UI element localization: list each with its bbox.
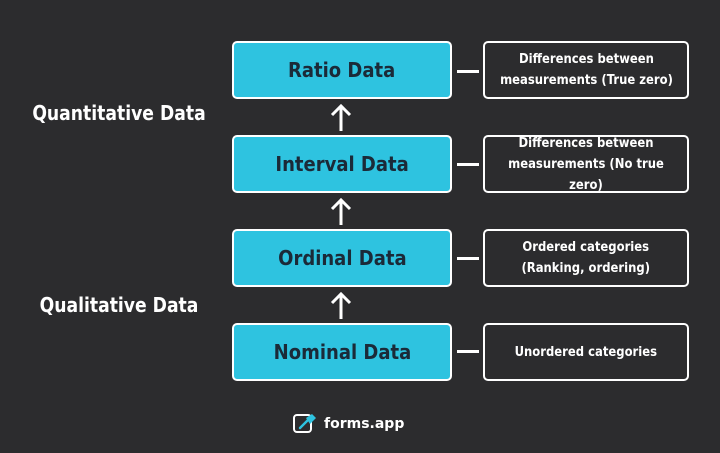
ratio-description: Differences between measurements (True z… <box>499 51 673 88</box>
ordinal-description-box: Ordered categories (Ranking, ordering) <box>483 229 689 287</box>
nominal-description: Unordered categories <box>514 343 658 360</box>
nominal-connector <box>457 350 479 353</box>
quantitative-data-label: Quantitative Data <box>32 101 206 125</box>
ratio-data-label: Ratio Data <box>288 58 396 82</box>
nominal-data-label: Nominal Data <box>273 340 411 364</box>
nominal-data-box: Nominal Data <box>232 323 452 381</box>
brand-footer: forms.app <box>292 412 404 436</box>
ratio-description-box: Differences between measurements (True z… <box>483 41 689 99</box>
nominal-description-box: Unordered categories <box>483 323 689 381</box>
ordinal-data-label: Ordinal Data <box>277 246 407 270</box>
arrow-up-icon <box>330 291 352 319</box>
ordinal-description: Ordered categories (Ranking, ordering) <box>521 239 651 276</box>
interval-data-label: Interval Data <box>275 152 409 176</box>
ratio-connector <box>457 70 479 73</box>
ordinal-data-box: Ordinal Data <box>232 229 452 287</box>
brand-name: forms.app <box>324 416 405 432</box>
ratio-data-box: Ratio Data <box>232 41 452 99</box>
qualitative-data-label: Qualitative Data <box>39 293 199 317</box>
interval-description-box: Differences between measurements (No tru… <box>483 135 689 193</box>
arrow-up-icon <box>330 197 352 225</box>
interval-connector <box>457 163 479 166</box>
ordinal-connector <box>457 257 479 260</box>
forms-app-logo-icon <box>293 414 316 433</box>
interval-description: Differences between measurements (No tru… <box>508 134 664 193</box>
interval-data-box: Interval Data <box>232 135 452 193</box>
arrow-up-icon <box>330 103 352 131</box>
